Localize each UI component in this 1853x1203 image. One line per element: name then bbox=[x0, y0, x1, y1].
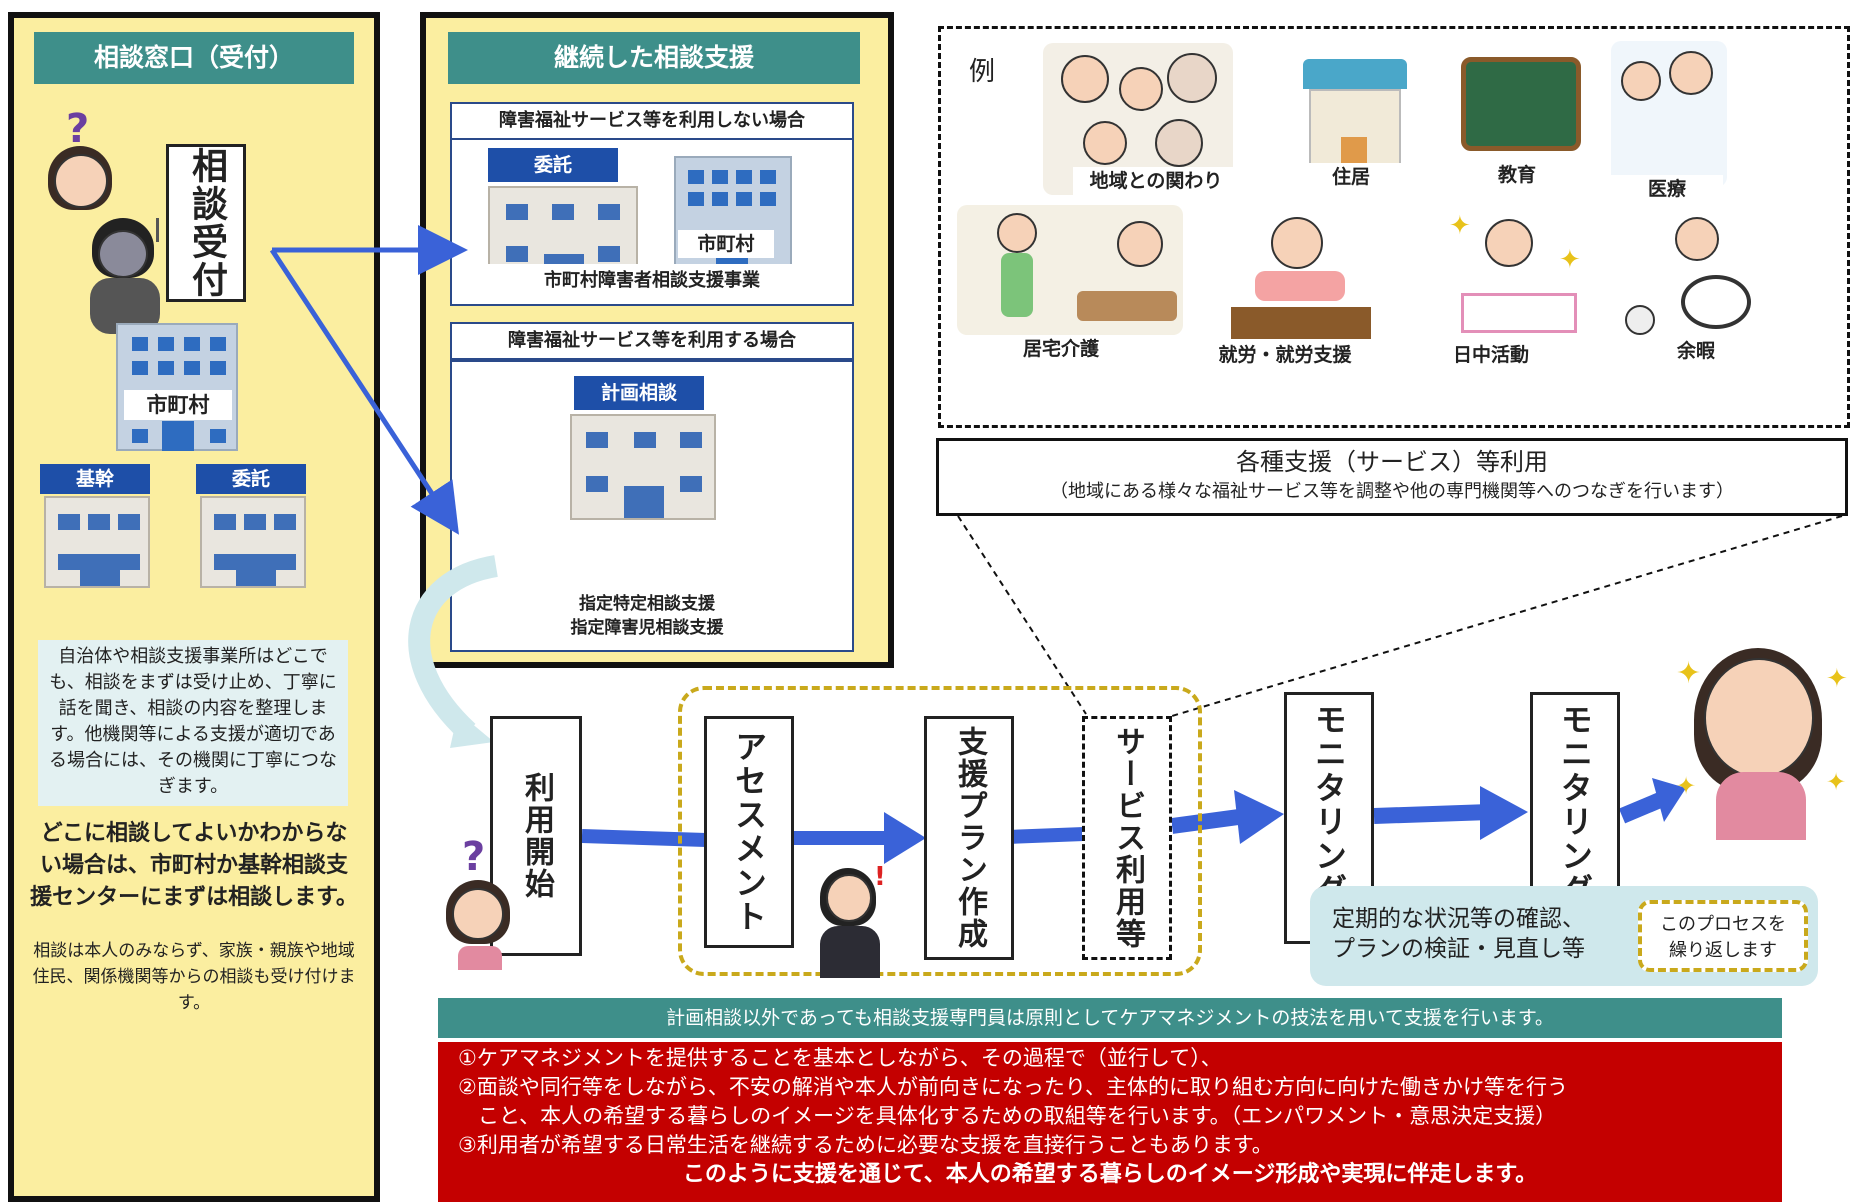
example-day-activity: 日中活動 bbox=[1421, 341, 1561, 369]
employment-illustration bbox=[1231, 211, 1371, 339]
case-no-service-title: 障害福祉サービス等を利用しない場合 bbox=[452, 104, 852, 140]
medical-illustration bbox=[1611, 41, 1727, 187]
step-service-use: サービス利用等 bbox=[1082, 716, 1172, 960]
municipality-label: 市町村 bbox=[124, 390, 232, 420]
core-center-sign: 基幹 bbox=[40, 464, 150, 494]
examples-box: 例 地域との関わり 住居 教育 医療 ✦ ✦ 居宅介護 就労 bbox=[938, 26, 1850, 428]
consultation-window-header: 相談窓口（受付） bbox=[34, 32, 354, 84]
designated-child-support-label: 指定障害児相談支援 bbox=[544, 616, 750, 640]
municipal-program-label: 市町村障害者相談支援事業 bbox=[486, 264, 818, 298]
blackboard-illustration bbox=[1461, 57, 1581, 151]
sparkle-icon: ✦ bbox=[1676, 772, 1697, 800]
repeat-process-box: このプロセスを 繰り返します bbox=[1638, 900, 1808, 972]
continued-support-panel: 継続した相談支援 障害福祉サービス等を利用しない場合 委託 市町村 市町村障害者… bbox=[420, 12, 894, 668]
check-line-1: 定期的な状況等の確認、 bbox=[1332, 906, 1585, 932]
support-line-2: ②面談や同行等をしながら、不安の解消や本人が前向きになったり、主体的に取り組む方… bbox=[458, 1075, 1568, 1099]
support-line-1: ①ケアマネジメントを提供することを基本としながら、その過程で（並行して）、 bbox=[458, 1046, 1222, 1070]
examples-label: 例 bbox=[969, 57, 996, 87]
confused-person-icon: ? bbox=[44, 106, 124, 216]
note-text: 相談は本人のみならず、家族・親族や地域住民、関係機関等からの相談も受け付けます。 bbox=[32, 941, 356, 1013]
continued-support-header: 継続した相談支援 bbox=[448, 32, 860, 84]
leisure-illustration bbox=[1625, 215, 1765, 339]
care-management-dashed-frame bbox=[678, 686, 1202, 976]
arrow-start-to-assessment bbox=[581, 829, 707, 847]
care-management-note: 計画相談以外であっても相談支援専門員は原則としてケアマネジメントの技法を用いて支… bbox=[438, 998, 1782, 1038]
question-mark-icon: ? bbox=[66, 106, 90, 152]
consultation-window-panel: 相談窓口（受付） ? 相談受付 市町村 基幹 委託 自治体や相談支援事業所はどこ… bbox=[8, 12, 380, 1202]
question-mark-icon: ? bbox=[462, 834, 486, 880]
zoom-line-left bbox=[957, 515, 1087, 715]
commission-sign: 委託 bbox=[488, 148, 618, 182]
case-service-title: 障害福祉サービス等を利用する場合 bbox=[452, 324, 852, 360]
case-service-box: 障害福祉サービス等を利用する場合 計画相談 指定特定相談支援 指定障害児相談支援 bbox=[450, 322, 854, 652]
support-line-4: ③利用者が希望する日常生活を継続するために必要な支援を直接行うこともあります。 bbox=[458, 1133, 1273, 1157]
monitoring-info-box: 定期的な状況等の確認、 プランの検証・見直し等 このプロセスを 繰り返します bbox=[1310, 886, 1818, 986]
municipality-label: 市町村 bbox=[678, 230, 774, 258]
specialist-person-icon: ! bbox=[812, 862, 892, 982]
plan-consultation-sign: 計画相談 bbox=[574, 376, 704, 410]
check-line-2: プランの検証・見直し等 bbox=[1332, 936, 1585, 962]
example-home-care: 居宅介護 bbox=[971, 335, 1151, 363]
example-education: 教育 bbox=[1461, 161, 1573, 189]
case-no-service-box: 障害福祉サービス等を利用しない場合 委託 市町村 市町村障害者相談支援事業 bbox=[450, 102, 854, 306]
service-usage-title: 各種支援（サービス）等利用 bbox=[1236, 448, 1548, 476]
emphasis-text: どこに相談してよいかわからない場合は、市町村か基幹相談支援センターにまずは相談し… bbox=[30, 821, 358, 910]
commission-sign: 委託 bbox=[196, 464, 306, 494]
support-summary: このように支援を通じて、本人の希望する暮らしのイメージ形成や実現に伴走します。 bbox=[682, 1162, 1538, 1187]
example-leisure: 余暇 bbox=[1641, 337, 1751, 365]
curved-arrow-to-start bbox=[408, 555, 499, 741]
arrow-service-to-monitoring bbox=[1170, 808, 1248, 834]
example-medical: 医療 bbox=[1611, 175, 1723, 203]
home-care-illustration bbox=[957, 205, 1183, 335]
example-community: 地域との関わり bbox=[1073, 167, 1239, 195]
service-usage-box: 各種支援（サービス）等利用 （地域にある様々な福祉サービス等を調整や他の専門機関… bbox=[936, 438, 1848, 516]
plan-consultation-building-icon bbox=[570, 414, 716, 520]
support-details-box: ①ケアマネジメントを提供することを基本としながら、その過程で（並行して）、 ②面… bbox=[438, 1042, 1782, 1202]
step-start-of-use: 利用開始 bbox=[490, 716, 582, 956]
designated-specific-support-label: 指定特定相談支援 bbox=[544, 592, 750, 616]
day-activity-illustration: ✦ ✦ bbox=[1441, 205, 1591, 341]
example-housing: 住居 bbox=[1301, 163, 1401, 191]
municipality-building-icon bbox=[116, 323, 238, 451]
example-employment: 就労・就労支援 bbox=[1205, 341, 1365, 369]
arrow-monitoring-to-monitoring bbox=[1373, 804, 1491, 824]
service-usage-note: （地域にある様々な福祉サービス等を調整や他の専門機関等へのつなぎを行います） bbox=[1050, 481, 1734, 502]
commission-building-icon bbox=[200, 496, 306, 588]
reception-box: 相談受付 bbox=[166, 144, 246, 302]
happy-person-icon: ✦ ✦ ✦ ✦ bbox=[1676, 648, 1848, 848]
repeat-line-2: 繰り返します bbox=[1669, 940, 1777, 961]
sparkle-icon: ✦ bbox=[1559, 245, 1581, 275]
repeat-line-1: このプロセスを bbox=[1660, 914, 1786, 935]
sparkle-icon: ✦ bbox=[1826, 664, 1848, 694]
arrow-to-service bbox=[269, 248, 459, 535]
sparkle-icon: ✦ bbox=[1826, 768, 1847, 796]
sparkle-icon: ✦ bbox=[1676, 656, 1702, 691]
user-person-icon: ? bbox=[440, 834, 520, 974]
sparkle-icon: ✦ bbox=[1449, 211, 1471, 241]
description-text: 自治体や相談支援事業所はどこでも、相談をまずは受け止め、丁寧に話を聞き、相談の内… bbox=[38, 640, 348, 806]
exclamation-icon: ! bbox=[874, 862, 886, 892]
step-assessment: アセスメント bbox=[704, 716, 794, 948]
core-center-building-icon bbox=[44, 496, 150, 588]
support-line-3: こと、本人の希望する暮らしのイメージを具体化するための取組等を行います。（エンパ… bbox=[478, 1104, 1557, 1128]
step-monitoring-1: モニタリング bbox=[1284, 692, 1374, 944]
step-support-plan: 支援プラン作成 bbox=[924, 716, 1014, 960]
arrow-monitoring-to-goal bbox=[1618, 792, 1664, 824]
